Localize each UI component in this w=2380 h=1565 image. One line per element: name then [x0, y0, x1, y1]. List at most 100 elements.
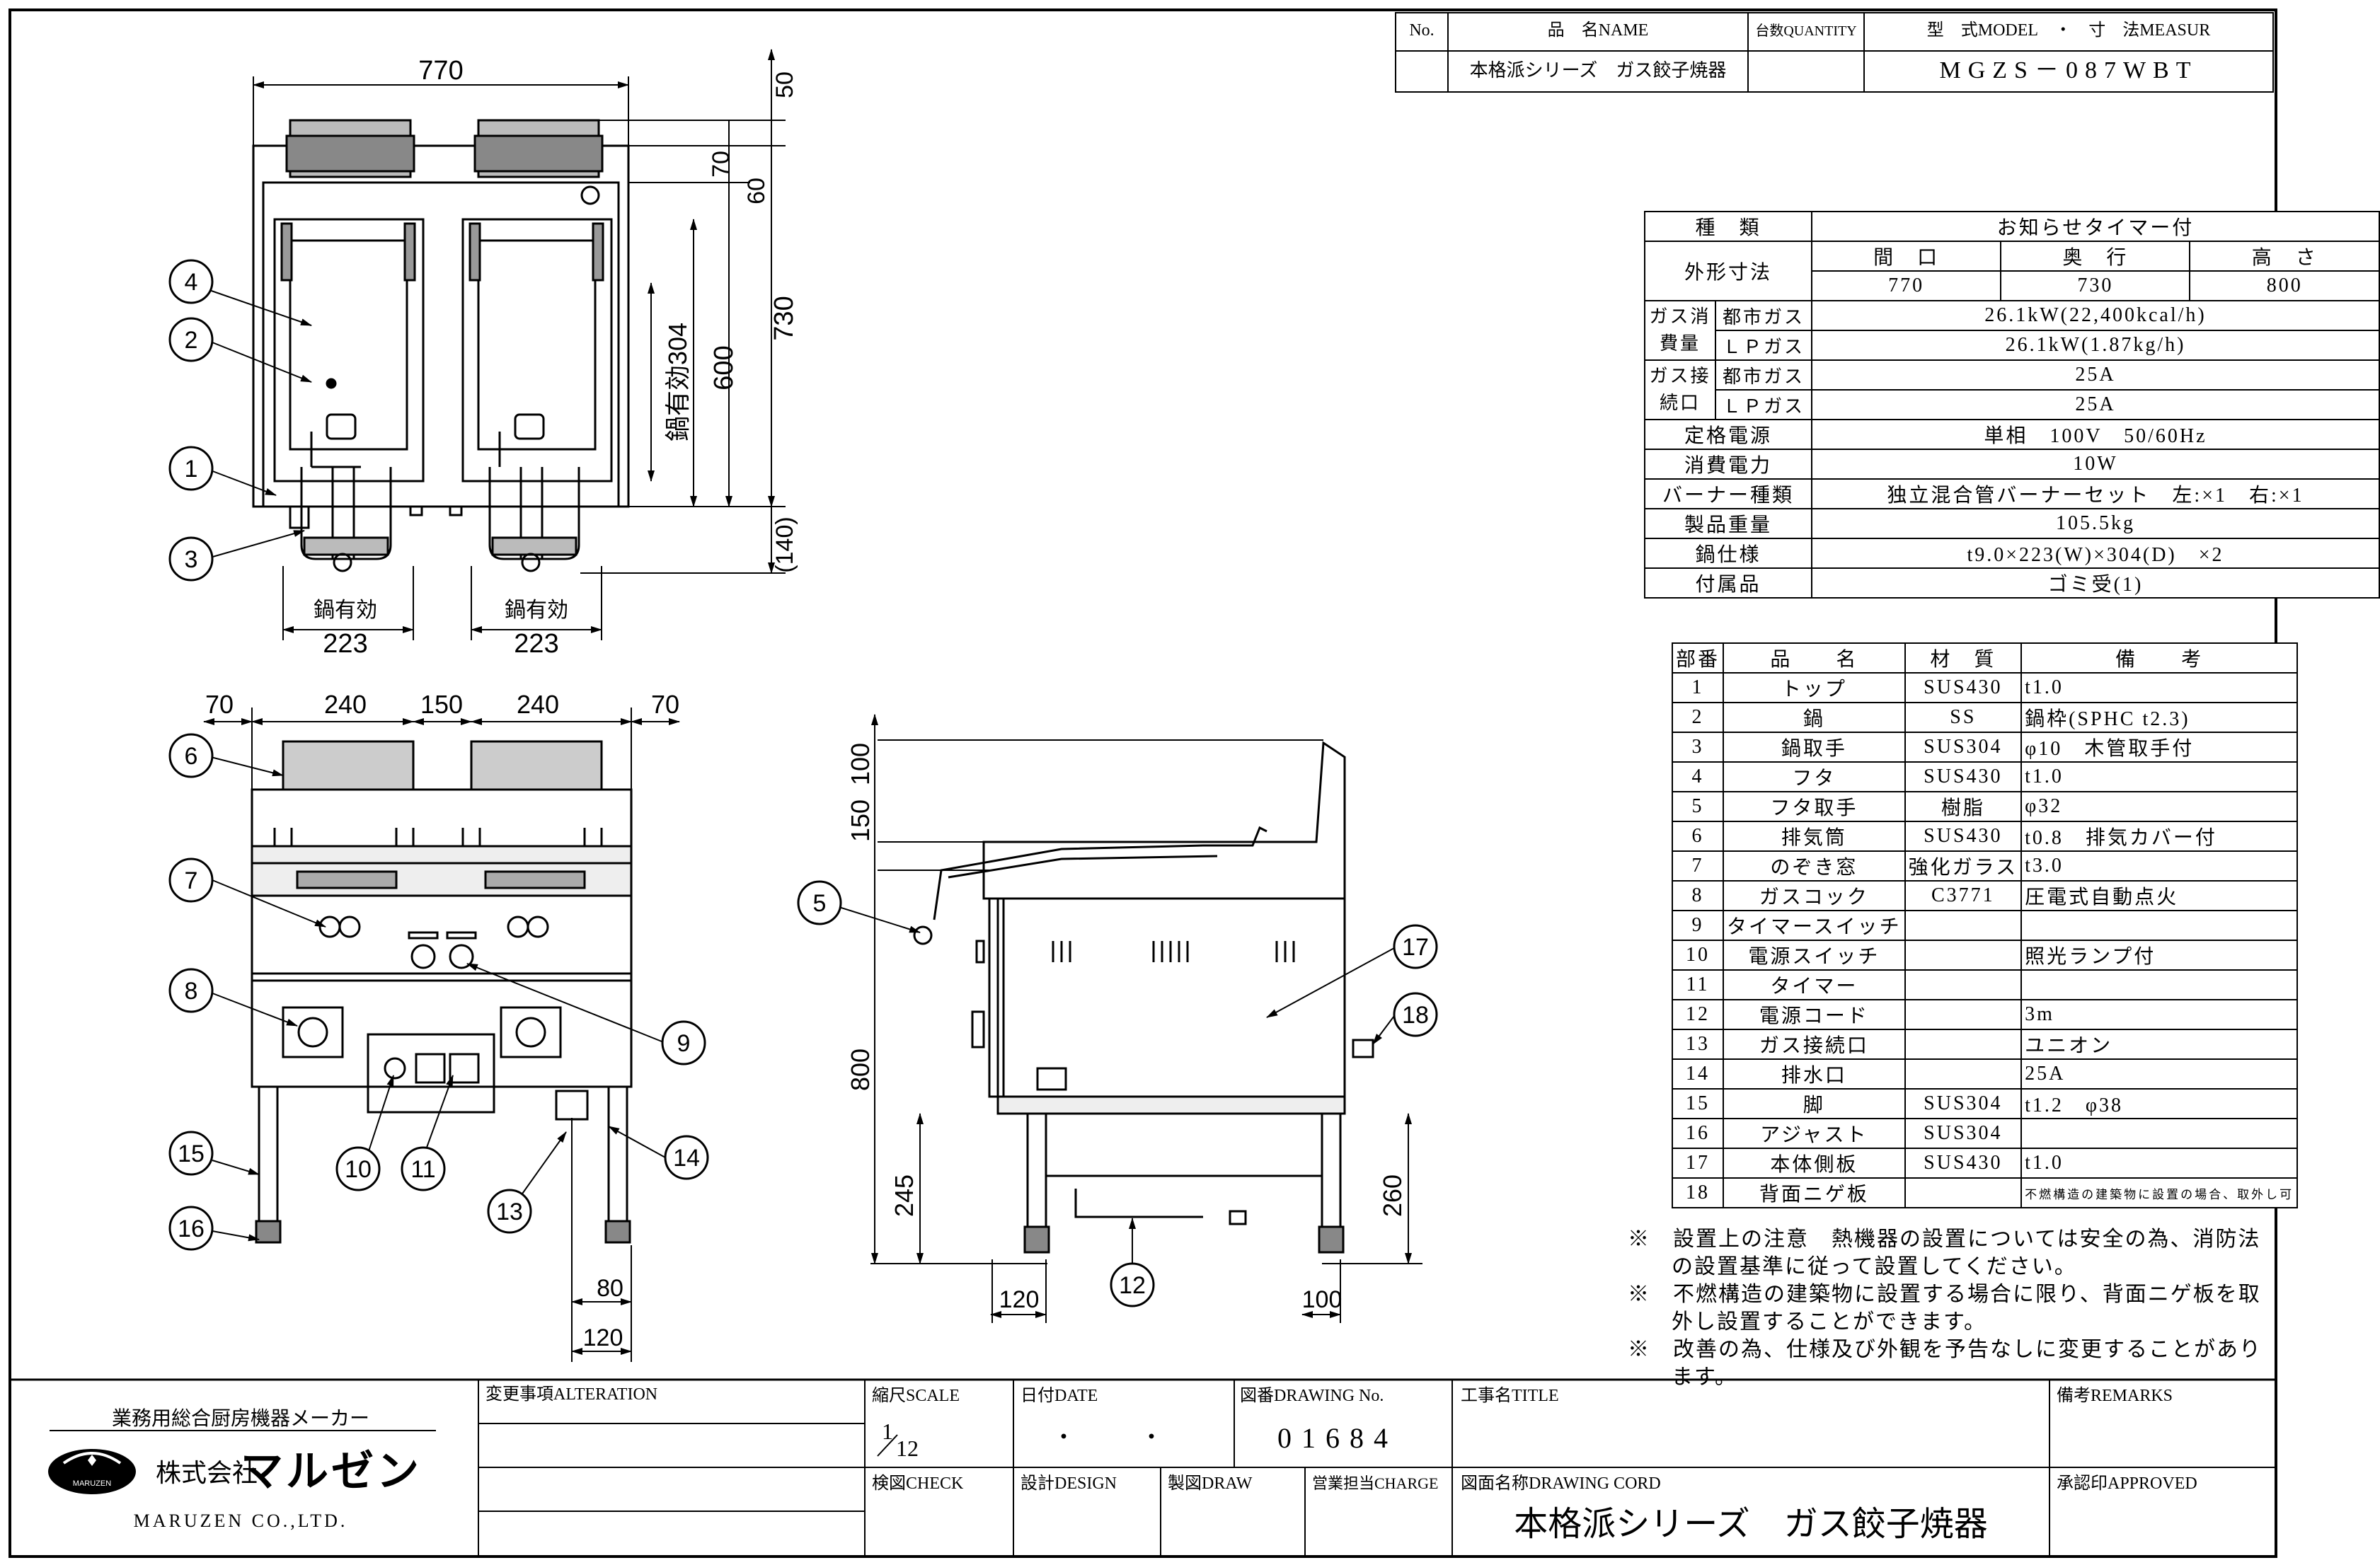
check-label: 検図CHECK: [872, 1474, 964, 1493]
parts-cell: SUS304: [1904, 1088, 2023, 1119]
callout-circle: [335, 1146, 381, 1191]
callout-circle: [1393, 992, 1438, 1037]
spec-depth: 730: [2000, 270, 2191, 301]
parts-header-cell: 部番: [1671, 642, 1725, 674]
callout-number: 12: [1119, 1272, 1146, 1299]
product-name: 本格派シリーズ ガス餃子焼器: [1470, 60, 1727, 81]
parts-cell: [1904, 1177, 2023, 1208]
callout-number: 4: [185, 269, 198, 296]
parts-cell: SS: [1904, 702, 2023, 733]
callout-circle: [661, 1020, 706, 1066]
parts-cell: 16: [1671, 1118, 1725, 1149]
parts-cell: ガス接続口: [1723, 1029, 1906, 1060]
dim-pan-223-right: 223: [514, 629, 558, 659]
callout-circle: [487, 1189, 532, 1234]
spec-city-gas-label: 都市ガス: [1715, 301, 1811, 331]
callout-circle: [168, 259, 214, 304]
callout-number: 10: [345, 1156, 372, 1183]
callout-circle: [1110, 1262, 1155, 1307]
parts-cell: 7: [1671, 850, 1725, 882]
spec-conn-city: 25A: [1812, 361, 2379, 391]
callout-number: 1: [185, 456, 198, 483]
dim-pan-223-left: 223: [323, 629, 367, 659]
spec-pan-value: t9.0×223(W)×304(D) ×2: [1811, 538, 2380, 569]
note-3: ※ 改善の為、仕様及び外観を予告なしに変更することがあります。: [1628, 1338, 2262, 1389]
header-table: [1395, 12, 2274, 93]
dim-front-70-left: 70: [205, 690, 234, 719]
header-col-name: 品 名NAME: [1548, 21, 1649, 40]
brand-name: マルゼン: [241, 1448, 422, 1495]
parts-cell: 3m: [2020, 999, 2299, 1030]
dim-front-80: 80: [597, 1275, 623, 1302]
parts-cell: フタ取手: [1723, 791, 1906, 822]
parts-cell: t3.0: [2020, 850, 2299, 882]
parts-cell: 強化ガラス: [1904, 850, 2023, 882]
spec-use-lp: 26.1kW(1.87kg/h): [2005, 334, 2186, 356]
spec-burner-label: バーナー種類: [1644, 478, 1812, 509]
dim-front-120: 120: [583, 1324, 623, 1351]
callout-number: 2: [185, 327, 198, 354]
title-block: [10, 1378, 2276, 1557]
parts-header-cell: 品 名: [1723, 642, 1906, 674]
parts-cell: t1.2 φ38: [2020, 1088, 2299, 1119]
parts-cell: [1904, 910, 2023, 941]
maker-tagline: 業務用総合厨房機器メーカー: [112, 1407, 369, 1430]
spec-use-city: 26.1kW(22,400kcal/h): [1812, 301, 2379, 331]
parts-cell: 電源コード: [1723, 999, 1906, 1030]
draw-label: 製図DRAW: [1168, 1474, 1253, 1493]
approved-label: 承認印APPROVED: [2057, 1474, 2197, 1493]
dim-pan-304: 鍋有効304: [663, 323, 692, 441]
callout-circle: [1393, 924, 1438, 969]
parts-cell: 圧電式自動点火: [2020, 880, 2299, 911]
parts-cell: 6: [1671, 821, 1725, 852]
parts-cell: 1: [1671, 672, 1725, 703]
callout-circle: [797, 880, 842, 925]
parts-cell: 15: [1671, 1088, 1725, 1119]
spec-gas-conn-label: ガス接続口: [1645, 361, 1716, 419]
spec-power-value: 単相 100V 50/60Hz: [1811, 419, 2380, 450]
charge-label: 営業担当CHARGE: [1312, 1474, 1438, 1492]
title-label: 工事名TITLE: [1461, 1386, 1559, 1405]
parts-cell: [1904, 969, 2023, 1000]
spec-height: 800: [2189, 270, 2380, 301]
dim-side-800: 800: [846, 1049, 875, 1091]
parts-cell: SUS430: [1904, 672, 2023, 703]
parts-cell: 鍋取手: [1723, 732, 1906, 763]
alteration-label: 変更事項ALTERATION: [485, 1385, 657, 1404]
parts-cell: フタ: [1723, 761, 1906, 792]
parts-cell: 10: [1671, 940, 1725, 971]
dim-handle-140: (140): [771, 516, 798, 572]
parts-cell: [1904, 999, 2023, 1030]
spec-lp-gas-label: ＬＰガス: [1722, 336, 1805, 357]
parts-cell: 排水口: [1723, 1058, 1906, 1090]
parts-cell: タイマー: [1723, 969, 1906, 1000]
spec-gas-use-label: ガス消費量: [1645, 301, 1716, 359]
dim-lid-height: 50: [771, 71, 798, 98]
spec-weight-value: 105.5kg: [1811, 508, 2380, 539]
spec-depth-label: 奥 行: [2000, 241, 2191, 272]
spec-width: 770: [1810, 270, 2002, 301]
parts-cell: SUS304: [1904, 1118, 2023, 1149]
company-english: MARUZEN CO.,LTD.: [134, 1511, 348, 1531]
dim-top-70: 70: [708, 151, 735, 178]
parts-cell: 照光ランプ付: [2020, 940, 2299, 971]
callout-circle: [168, 733, 214, 778]
dim-side-245: 245: [890, 1174, 919, 1217]
parts-cell: [2020, 910, 2299, 941]
spec-accessory-label: 付属品: [1644, 567, 1812, 599]
spec-weight-label: 製品重量: [1644, 508, 1812, 539]
drawing-no: 01684: [1277, 1422, 1398, 1454]
dim-pan-effective-right: 鍋有効: [505, 599, 568, 622]
parts-cell: 3: [1671, 732, 1725, 763]
header-col-no: No.: [1409, 21, 1434, 40]
parts-cell: t1.0: [2020, 672, 2299, 703]
parts-cell: 不燃構造の建築物に設置の場合、取外し可: [2020, 1177, 2299, 1208]
header-col-quantity: 台数QUANTITY: [1755, 23, 1856, 39]
